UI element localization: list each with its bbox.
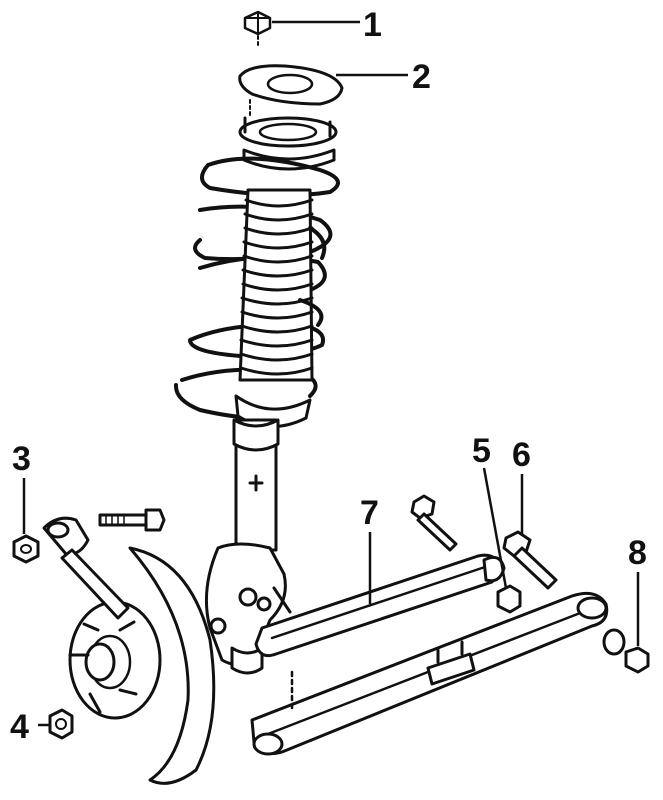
arm-bolt bbox=[98, 508, 166, 532]
callout-1: 1 bbox=[363, 6, 382, 44]
arm-bolt-upper bbox=[410, 494, 458, 552]
callout-3: 3 bbox=[12, 440, 31, 478]
part-7-control-arm bbox=[254, 553, 506, 658]
part-1-top-nut bbox=[243, 10, 272, 49]
upper-lateral-arm bbox=[42, 516, 130, 620]
leader-lines bbox=[22, 20, 640, 727]
leader-5 bbox=[482, 467, 508, 589]
callout-labels: 1 2 3 4 5 6 7 8 bbox=[10, 6, 647, 746]
part-6-bolt bbox=[502, 530, 558, 590]
strut-upper-mount bbox=[238, 116, 338, 171]
callout-6: 6 bbox=[512, 436, 531, 474]
strut-dust-boot bbox=[238, 188, 314, 382]
callout-2: 2 bbox=[412, 58, 431, 96]
part-2-mount-plate bbox=[238, 64, 344, 119]
callout-4: 4 bbox=[10, 708, 29, 746]
part-4-nut bbox=[48, 708, 74, 740]
part-8-nut bbox=[602, 628, 650, 674]
wheel-hub bbox=[68, 620, 138, 714]
callout-7: 7 bbox=[360, 494, 379, 532]
part-5-nut bbox=[496, 584, 522, 614]
strut-body bbox=[232, 418, 280, 552]
callout-5: 5 bbox=[472, 432, 491, 470]
part-3-nut bbox=[12, 534, 40, 564]
lower-control-arm bbox=[250, 591, 609, 756]
callout-8: 8 bbox=[628, 534, 647, 572]
